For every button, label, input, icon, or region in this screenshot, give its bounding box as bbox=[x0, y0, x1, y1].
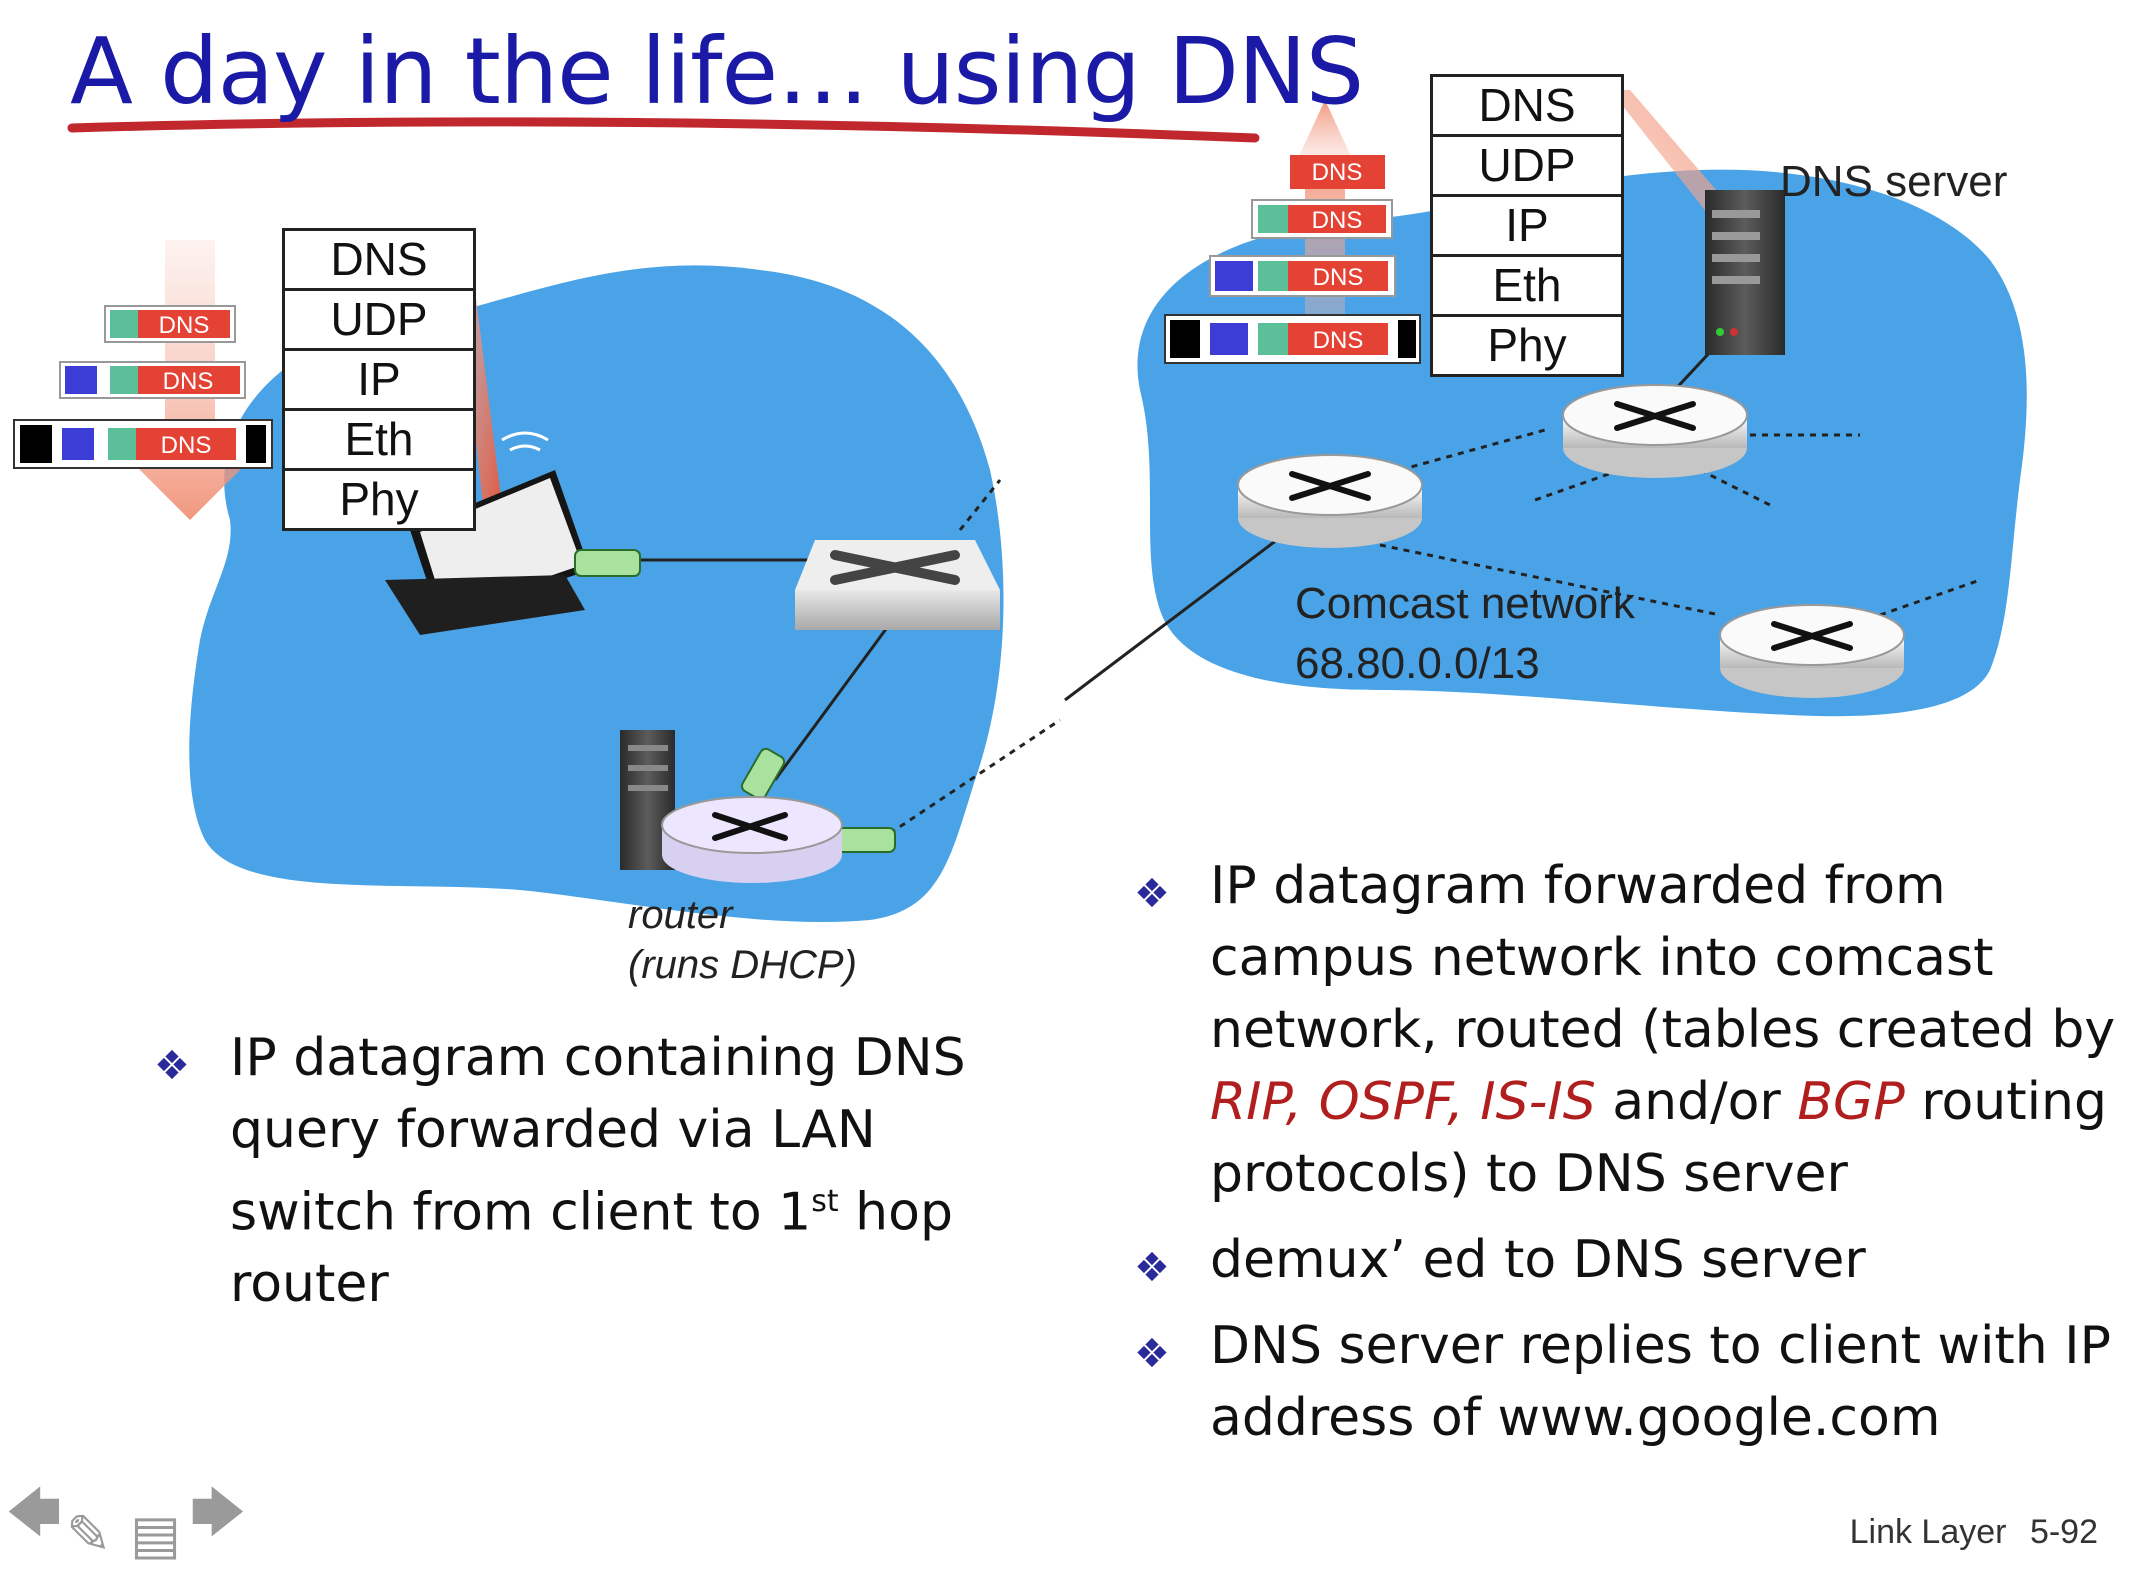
back-arrow-icon[interactable]: 🡄 bbox=[6, 1483, 62, 1543]
client-packet-udp: DNS bbox=[104, 305, 236, 343]
client-layer-phy: Phy bbox=[339, 473, 419, 525]
four-diamond-bullet-icon: ❖ bbox=[1134, 1331, 1170, 1377]
left-bullet-superscript: st bbox=[811, 1184, 839, 1219]
client-protocol-stack: DNS UDP IP Eth Phy bbox=[282, 228, 476, 531]
server-protocol-stack: DNS UDP IP Eth Phy bbox=[1430, 74, 1624, 377]
router-label: router bbox=[628, 893, 733, 937]
link-r1-r3 bbox=[1379, 543, 1721, 617]
server-layer-udp: UDP bbox=[1433, 137, 1621, 197]
left-bullet-text-end: hop router bbox=[230, 1182, 953, 1315]
packet-tag-label: DNS bbox=[161, 432, 212, 459]
packet-tag-label: DNS bbox=[163, 368, 214, 395]
packet-tag-label: DNS bbox=[159, 312, 210, 339]
footer-page-number: 5-92 bbox=[2029, 1513, 2098, 1551]
left-bullet-item: ❖ IP datagram containing DNS query forwa… bbox=[150, 1022, 1050, 1320]
right-bullet-item-3: ❖ DNS server replies to client with IP a… bbox=[1130, 1310, 2130, 1454]
right-bullet-3-text: DNS server replies to client with IP add… bbox=[1210, 1316, 2111, 1448]
campus-router-icon bbox=[661, 796, 843, 883]
forward-arrow-icon[interactable]: 🡆 bbox=[190, 1483, 246, 1543]
up-arrow bbox=[1295, 100, 1355, 165]
slide-nav-controls: 🡄 ✎ ▤ 🡆 bbox=[0, 1483, 260, 1574]
right-bullet-1-end: routing protocols) to DNS server bbox=[1210, 1072, 2108, 1204]
server-packet-eth: DNS bbox=[1164, 314, 1421, 364]
packet-tag-label: DNS bbox=[1312, 159, 1363, 186]
server-packet-dns: DNS bbox=[1290, 155, 1385, 189]
pen-icon[interactable]: ✎ bbox=[66, 1505, 112, 1565]
comcast-router-3-icon bbox=[1719, 604, 1905, 698]
footer-label: Link Layer bbox=[1849, 1513, 2007, 1551]
server-layer-phy: Phy bbox=[1487, 319, 1567, 371]
igp-protocols: RIP, OSPF, IS-IS bbox=[1210, 1072, 1596, 1132]
server-packet-ip: DNS bbox=[1209, 255, 1396, 297]
dns-server-label: DNS server bbox=[1780, 157, 2008, 206]
client-layer-ip: IP bbox=[285, 351, 473, 411]
link-switch-dotted bbox=[958, 479, 1002, 531]
server-layer-dns: DNS bbox=[1433, 77, 1621, 137]
right-bullet-list: ❖ IP datagram forwarded from campus netw… bbox=[1130, 850, 2130, 1468]
link-switch-router bbox=[773, 609, 902, 781]
client-layer-dns: DNS bbox=[285, 231, 473, 291]
laptop-icon bbox=[385, 431, 590, 635]
link-router-comcast-dotted bbox=[879, 718, 1061, 842]
server-packet-udp: DNS bbox=[1251, 199, 1393, 239]
left-bullet-list: ❖ IP datagram containing DNS query forwa… bbox=[150, 1022, 1050, 1334]
left-bullet-text: IP datagram containing DNS query forward… bbox=[230, 1028, 966, 1243]
link-r2-south bbox=[1699, 468, 1771, 507]
slide-footer: Link Layer 5-92 bbox=[1850, 1513, 2098, 1552]
laptop-port bbox=[574, 549, 641, 577]
link-r1-r2 bbox=[1399, 428, 1546, 472]
client-packet-eth: DNS bbox=[13, 419, 273, 469]
link-r3-east bbox=[1879, 578, 1981, 617]
four-diamond-bullet-icon: ❖ bbox=[1134, 1245, 1170, 1291]
link-router-comcast bbox=[1064, 528, 1291, 702]
packet-tag-label: DNS bbox=[1313, 327, 1364, 354]
right-bullet-2-text: demux’ ed to DNS server bbox=[1210, 1230, 1866, 1290]
right-bullet-item-1: ❖ IP datagram forwarded from campus netw… bbox=[1130, 850, 2130, 1210]
packet-tag-label: DNS bbox=[1312, 207, 1363, 234]
comcast-router-2-icon bbox=[1562, 384, 1748, 478]
comcast-network-label: Comcast network bbox=[1295, 579, 1635, 628]
client-packet-ip: DNS bbox=[59, 361, 246, 399]
packet-tag-label: DNS bbox=[1313, 264, 1364, 291]
menu-icon[interactable]: ▤ bbox=[130, 1505, 182, 1565]
link-r2-west bbox=[1534, 468, 1621, 502]
right-bullet-1-and-or: and/or bbox=[1595, 1072, 1798, 1132]
client-layer-eth: Eth bbox=[285, 411, 473, 471]
right-bullet-item-2: ❖ demux’ ed to DNS server bbox=[1130, 1224, 2130, 1296]
slide-title: A day in the life… using DNS bbox=[70, 18, 1364, 125]
router-port-right bbox=[834, 827, 896, 853]
title-underline bbox=[67, 117, 1260, 143]
dns-server-icon bbox=[1705, 190, 1785, 355]
server-layer-ip: IP bbox=[1433, 197, 1621, 257]
switch-icon bbox=[795, 540, 1000, 630]
four-diamond-bullet-icon: ❖ bbox=[154, 1043, 190, 1089]
comcast-router-1-icon bbox=[1237, 454, 1423, 548]
server-layer-eth: Eth bbox=[1433, 257, 1621, 317]
router-port-up bbox=[740, 747, 786, 801]
router-dhcp-label: (runs DHCP) bbox=[628, 943, 857, 987]
comcast-network-prefix: 68.80.0.0/13 bbox=[1295, 639, 1540, 688]
right-bullet-1-text: IP datagram forwarded from campus networ… bbox=[1210, 856, 2116, 1060]
client-layer-udp: UDP bbox=[285, 291, 473, 351]
four-diamond-bullet-icon: ❖ bbox=[1134, 871, 1170, 917]
bgp-protocol: BGP bbox=[1797, 1072, 1905, 1132]
